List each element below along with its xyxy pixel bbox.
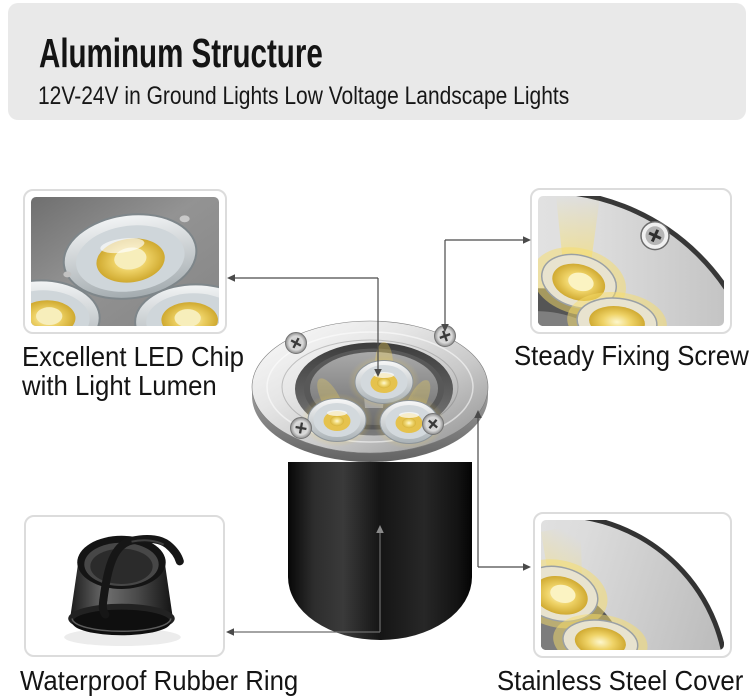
lens-clip <box>179 215 190 223</box>
led-lens-left <box>301 393 373 447</box>
gasket-line <box>71 618 172 632</box>
steel-cover-closeup <box>541 520 724 650</box>
arrow-left-icon <box>227 274 235 282</box>
power-cable-end <box>98 595 110 619</box>
page-subtitle: 12V-24V in Ground Lights Low Voltage Lan… <box>38 82 570 110</box>
ring-lip <box>72 609 171 636</box>
callout-steel-cover <box>533 512 732 658</box>
rubber-ring-photo <box>32 523 217 649</box>
fixing-screw-top-right <box>434 325 456 347</box>
label-fixing-screw: Steady Fixing Screw <box>514 340 749 371</box>
fixing-screw-bottom-right <box>422 413 444 435</box>
fixing-screw-closeup <box>538 196 724 326</box>
lens-main <box>62 213 198 300</box>
light-body <box>288 462 472 640</box>
screw-closeup <box>640 221 670 251</box>
arrow-left-icon <box>226 628 234 636</box>
glowing-lens-1 <box>541 559 608 629</box>
rim-inside <box>90 548 153 585</box>
label-steel-cover: Stainless Steel Cover <box>497 665 744 696</box>
lens-bottom-right <box>134 283 219 326</box>
steel-cover-photo <box>541 520 724 650</box>
header-panel: Aluminum Structure 12V-24V in Ground Lig… <box>8 3 746 120</box>
fixing-screw-top-left <box>285 332 307 354</box>
label-rubber-ring: Waterproof Rubber Ring <box>20 665 299 696</box>
cable-sheen <box>131 539 165 546</box>
arrow-right-icon <box>523 563 531 571</box>
page-title: Aluminum Structure <box>39 30 323 76</box>
fixing-screw-photo <box>538 196 724 326</box>
glowing-lens-2 <box>553 614 648 650</box>
rubber-ring-closeup <box>32 523 217 649</box>
power-cable <box>99 534 184 604</box>
fixing-screw-bottom-left <box>290 417 312 439</box>
callout-fixing-screw <box>530 188 732 334</box>
ground-light-illustration <box>251 320 489 640</box>
lens-bottom-left <box>31 279 101 326</box>
label-led-chip: Excellent LED Chip with Light Lumen <box>22 341 244 401</box>
led-lens-right <box>373 395 445 449</box>
callout-led-chip <box>23 189 227 334</box>
callout-rubber-ring <box>24 515 225 657</box>
lens-clip <box>63 271 72 278</box>
glowing-lens-2 <box>567 291 667 326</box>
led-chip-closeup <box>31 197 219 326</box>
product-image-ground-light <box>245 312 495 647</box>
led-chip-photo <box>31 197 219 326</box>
